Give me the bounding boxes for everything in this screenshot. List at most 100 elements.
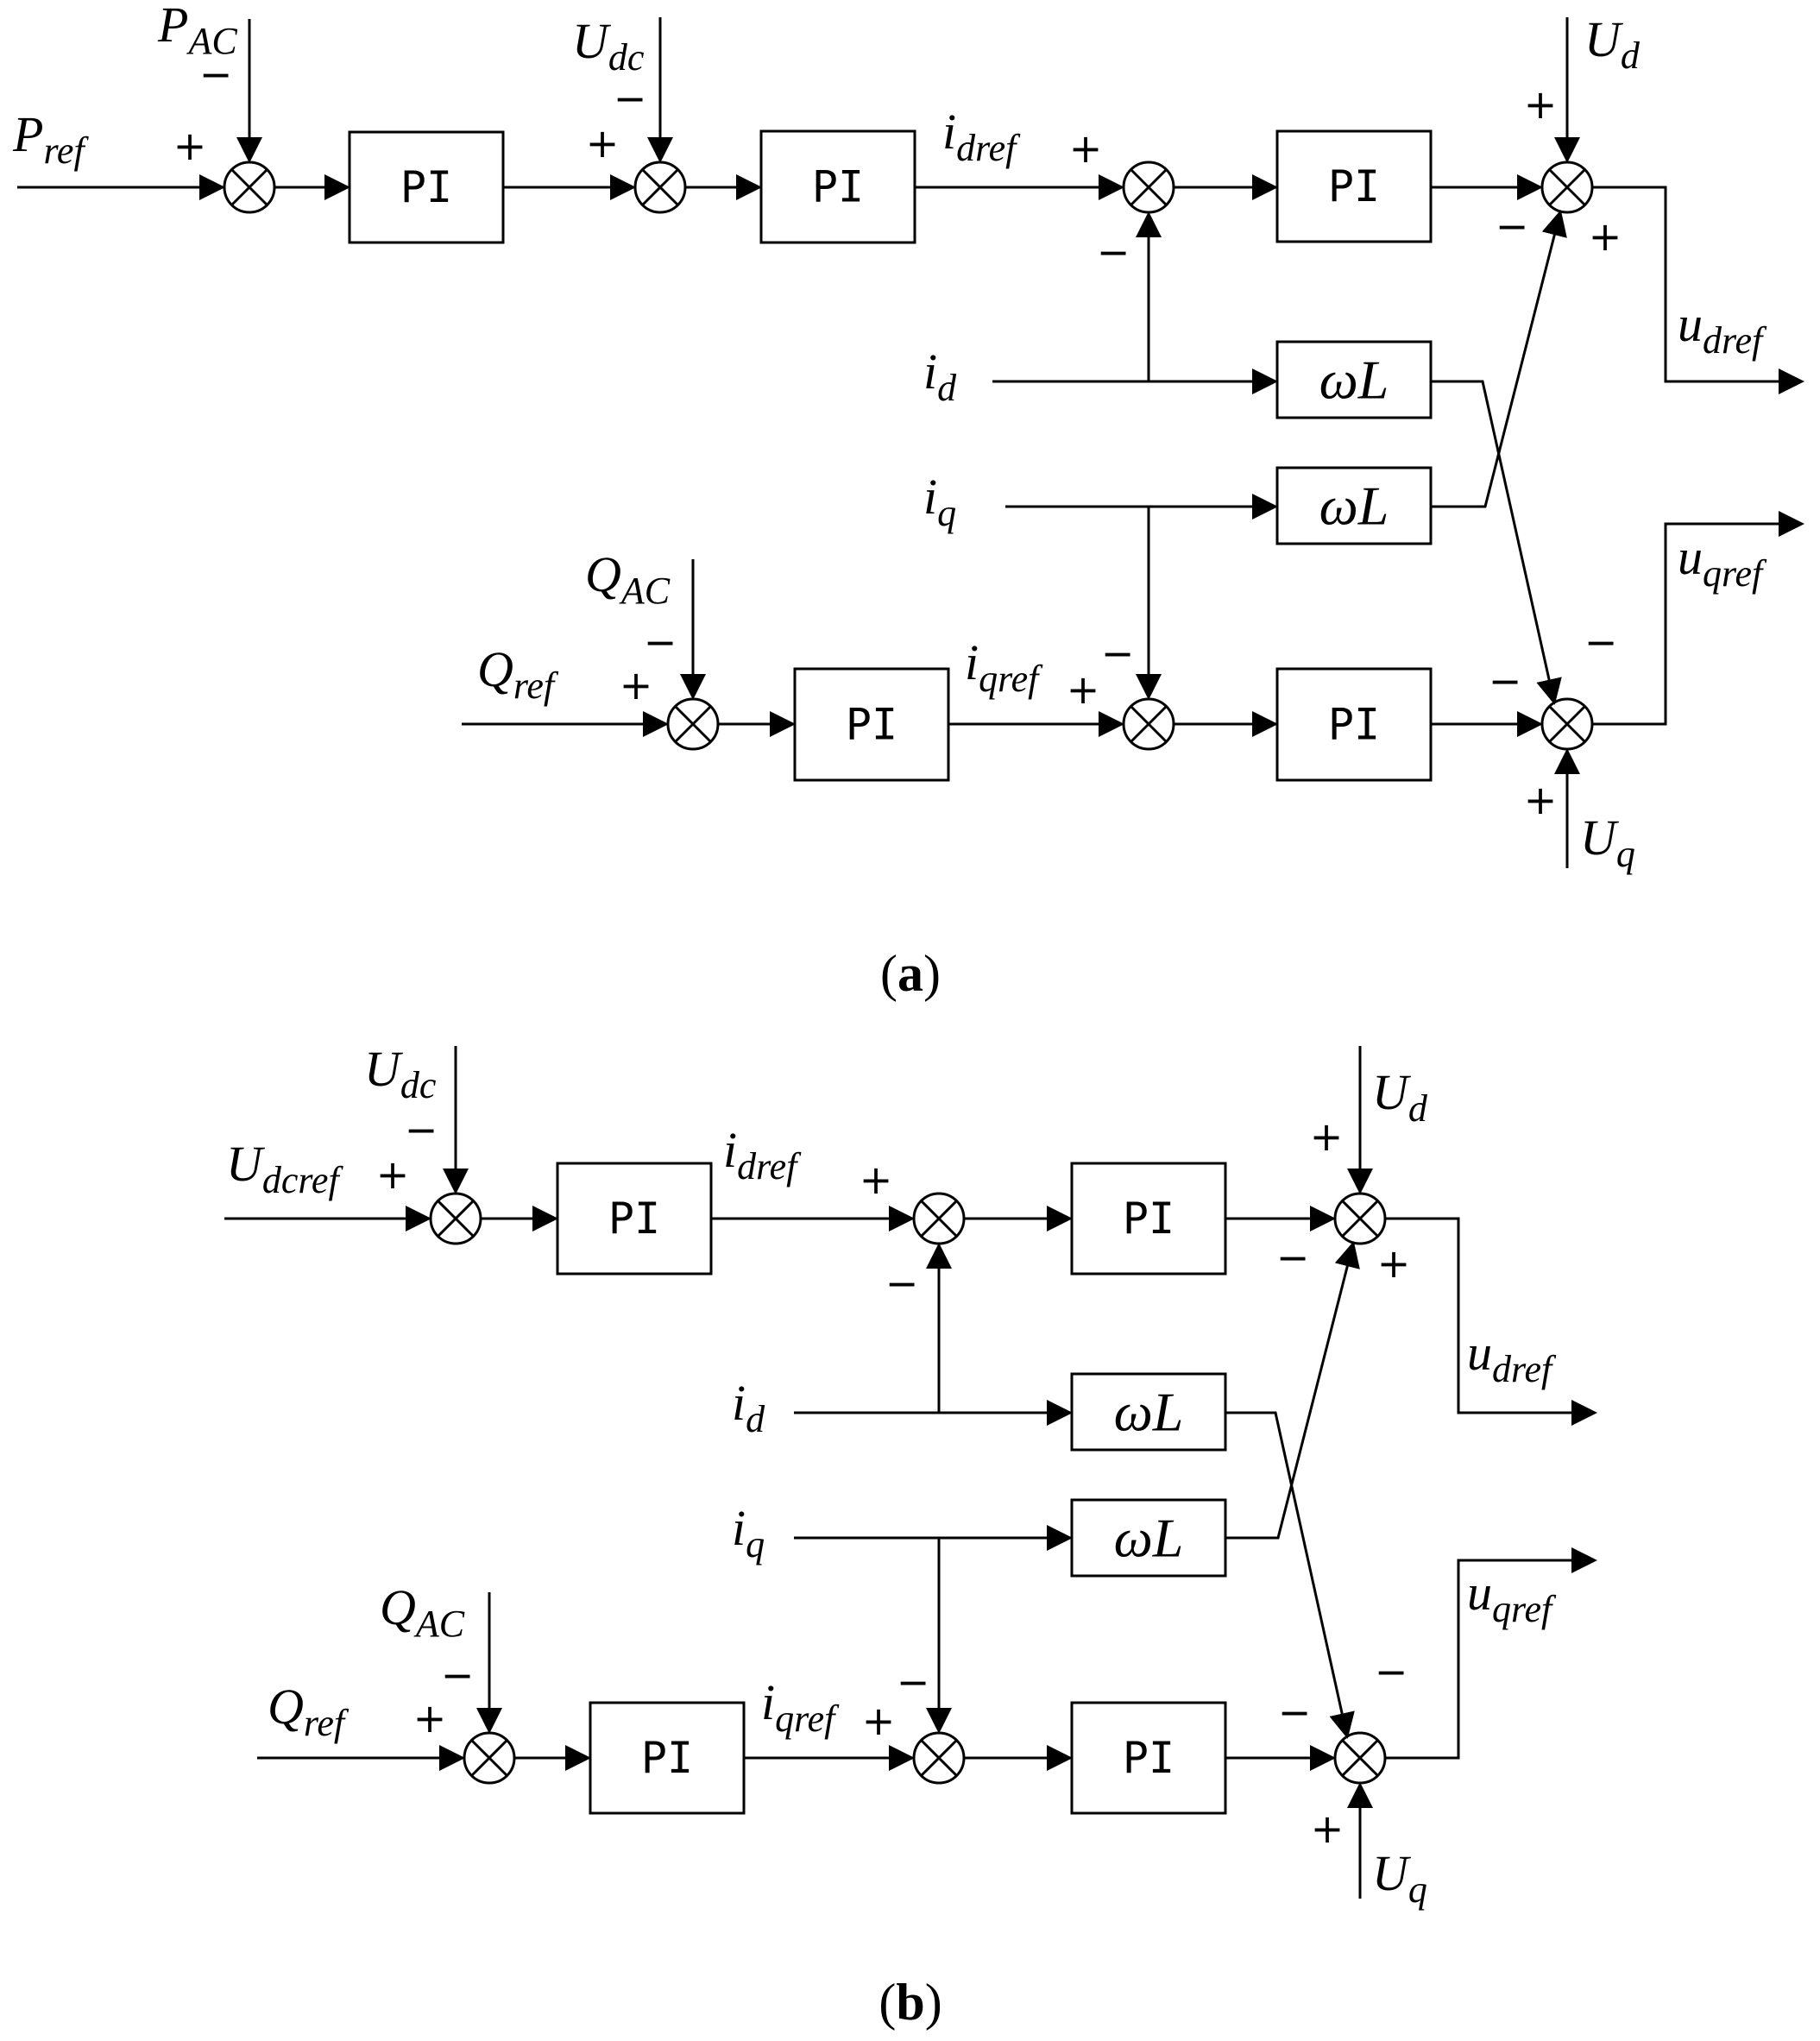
pi-block-q-current: PI [1070, 1701, 1227, 1815]
sign-plus: + [1524, 81, 1558, 128]
u-qref-output-wire [1385, 1547, 1597, 1760]
sign-plus: + [860, 1156, 893, 1203]
sign-plus: + [586, 120, 620, 167]
sign-plus: + [1524, 777, 1558, 823]
signal-label-u-dc: Udc [572, 13, 645, 79]
signal-label-u-d: Ud [1372, 1064, 1428, 1130]
sign-minus: − [614, 75, 647, 122]
pi-block-voltage-label: PI [812, 162, 864, 212]
sign-minus: − [1101, 630, 1135, 677]
signal-label-i-qref: iqref [761, 1674, 840, 1740]
pi-block-d-current-label: PI [1328, 161, 1380, 211]
sign-plus: + [376, 1151, 410, 1198]
omega-l-block-d: ωL [1275, 340, 1433, 419]
sign-minus: − [644, 619, 677, 665]
sum-junction-power [223, 161, 276, 214]
sign-minus: − [405, 1106, 438, 1153]
sum-junction-q-current [912, 1731, 966, 1785]
sign-plus: + [413, 1695, 447, 1742]
signal-label-u-dc: Udc [364, 1041, 437, 1106]
pi-block-q-current-label: PI [1328, 700, 1380, 750]
omega-l-block-q: ωL [1275, 466, 1433, 545]
sum-junction-reactive [666, 697, 720, 751]
cross-coupling-q-wire [1225, 1241, 1360, 1540]
pi-block-power: PI [348, 130, 505, 244]
sign-plus: + [173, 123, 207, 169]
sign-minus: − [1375, 1648, 1408, 1695]
u-dref-output-wire [1385, 1217, 1597, 1426]
sum-junction-voltage [633, 161, 687, 214]
pi-block-voltage: PI [759, 129, 916, 244]
sum-junction-q-output [1540, 697, 1594, 751]
sign-plus: + [862, 1698, 896, 1744]
omega-l-block-q-label: ωL [1114, 1508, 1184, 1569]
panel-caption: (b) [879, 1974, 941, 2031]
pi-block-d-current: PI [1070, 1162, 1227, 1276]
sign-minus: − [1097, 229, 1130, 275]
signal-label-q-ac: QAC [585, 546, 671, 612]
sign-minus: − [885, 1260, 919, 1307]
signal-label-p-ac: PAC [157, 0, 237, 62]
panel-caption: (a) [880, 945, 941, 1002]
sign-plus: + [1589, 213, 1622, 260]
sign-minus: − [897, 1659, 930, 1705]
pi-block-reactive-label: PI [641, 1733, 693, 1783]
sign-minus: − [1496, 203, 1529, 249]
signal-label-u-dref: udref [1678, 296, 1767, 362]
signal-label-q-ref: Qref [477, 641, 559, 707]
sign-minus: − [1584, 619, 1618, 665]
cross-coupling-d-wire [1431, 380, 1562, 705]
signal-label-u-dref: udref [1467, 1325, 1557, 1390]
pi-block-reactive-label: PI [846, 700, 897, 750]
signal-label-i-dref: idref [942, 104, 1021, 169]
omega-l-block-q-label: ωL [1319, 476, 1389, 537]
sum-junction-reactive [463, 1731, 516, 1785]
sign-plus: + [1069, 125, 1103, 172]
sign-minus: − [1276, 1234, 1310, 1281]
sign-minus: − [441, 1652, 475, 1698]
signal-label-p-ref: Pref [12, 106, 89, 172]
u-qref-output-wire [1592, 511, 1804, 726]
sign-minus: − [1278, 1689, 1312, 1735]
pi-block-q-current: PI [1275, 667, 1433, 782]
signal-label-i-dref: idref [723, 1122, 802, 1187]
pi-block-d-current-label: PI [1123, 1194, 1174, 1244]
signal-label-u-d: Ud [1584, 11, 1641, 77]
sum-junction-d-output [1540, 161, 1594, 214]
u-dref-output-wire [1592, 186, 1804, 394]
sum-junction-d-output [1333, 1192, 1387, 1245]
pi-block-reactive: PI [589, 1701, 746, 1815]
omega-l-block-d-label: ωL [1114, 1382, 1184, 1443]
omega-l-block-d-label: ωL [1319, 350, 1389, 411]
omega-l-block-q: ωL [1070, 1498, 1227, 1578]
pi-block-q-current-label: PI [1123, 1733, 1174, 1783]
sign-plus: + [620, 662, 653, 709]
sign-plus: + [1377, 1240, 1411, 1287]
signal-label-u-dcref: Udcref [226, 1136, 343, 1201]
signal-label-u-q: Uq [1372, 1845, 1427, 1911]
sign-minus: − [1489, 658, 1522, 704]
cross-coupling-q-wire [1431, 210, 1567, 508]
sign-plus: + [1067, 666, 1100, 713]
signal-label-i-d: id [732, 1375, 765, 1440]
sum-junction-voltage [429, 1192, 482, 1245]
omega-l-block-d: ωL [1070, 1372, 1227, 1452]
sum-junction-d-current [1122, 161, 1175, 214]
cross-coupling-d-wire [1225, 1411, 1355, 1739]
sign-plus: + [1311, 1805, 1345, 1852]
panel-a: PI PI PI ωL ωL PI PI Pref PAC Udc idref Ud udref id iq… [12, 0, 1804, 1002]
sign-minus: − [199, 51, 233, 98]
signal-label-u-qref: uqref [1678, 529, 1767, 595]
signal-label-q-ac: QAC [380, 1579, 465, 1645]
signal-label-i-q: iq [923, 469, 956, 534]
signal-label-i-qref: iqref [965, 634, 1043, 700]
sum-junction-q-current [1122, 697, 1175, 751]
sum-junction-d-current [912, 1192, 966, 1245]
pi-block-power-label: PI [400, 162, 452, 212]
pi-block-voltage-label: PI [608, 1194, 660, 1244]
signal-label-u-qref: uqref [1467, 1565, 1557, 1630]
sum-junction-q-output [1333, 1731, 1387, 1785]
signal-label-i-d: id [923, 343, 957, 409]
